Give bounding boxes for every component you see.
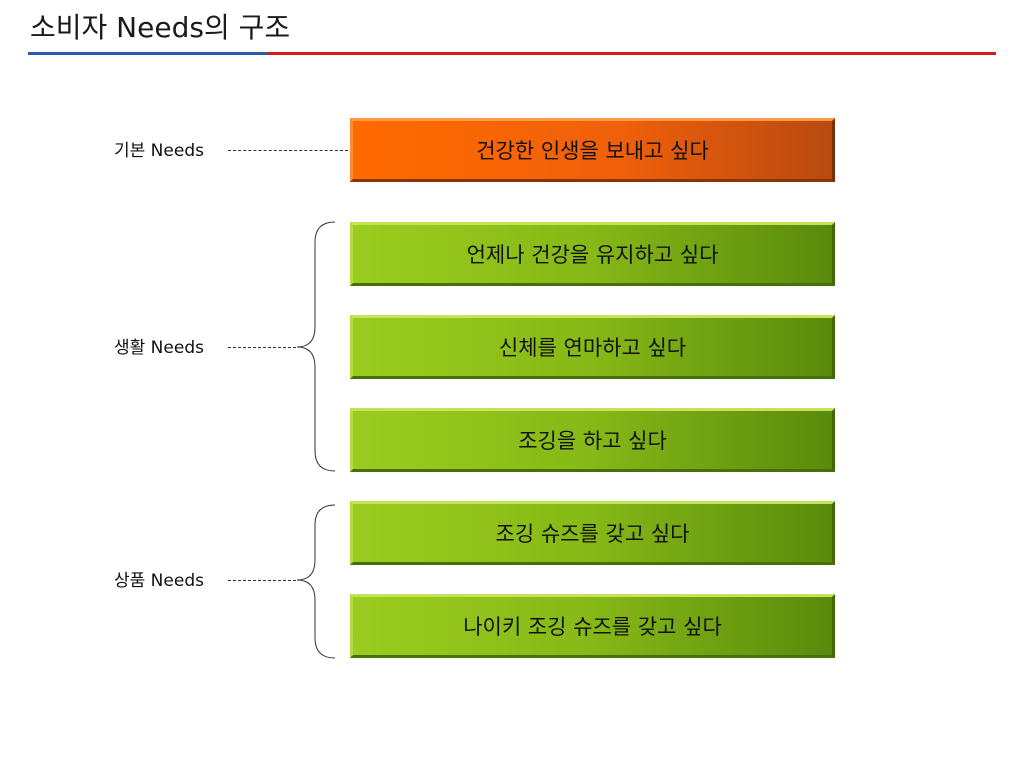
level-label-life: 생활 Needs — [114, 338, 204, 358]
need-box-product-1: 조깅 슈즈를 갖고 싶다 — [350, 501, 835, 565]
need-box-life-3: 조깅을 하고 싶다 — [350, 408, 835, 472]
level-label-basic: 기본 Needs — [114, 141, 204, 161]
need-box-life-1: 언제나 건강을 유지하고 싶다 — [350, 222, 835, 286]
connector-basic — [228, 150, 348, 151]
connector-product — [228, 580, 296, 581]
need-box-product-2: 나이키 조깅 슈즈를 갖고 싶다 — [350, 594, 835, 658]
level-label-product: 상품 Needs — [114, 571, 204, 591]
need-box-basic-1: 건강한 인생을 보내고 싶다 — [350, 118, 835, 182]
page-title: 소비자 Needs의 구조 — [30, 11, 291, 44]
connector-life — [228, 347, 296, 348]
title-rule-red — [254, 52, 996, 55]
title-rule-blue — [28, 52, 268, 55]
need-box-life-2: 신체를 연마하고 싶다 — [350, 315, 835, 379]
